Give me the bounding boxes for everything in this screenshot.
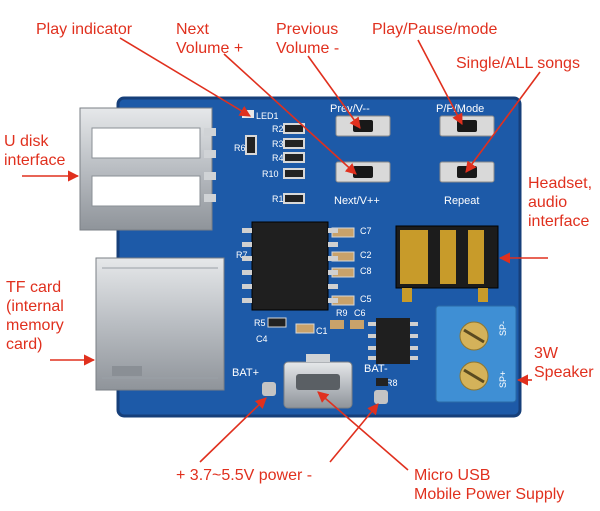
label-bat-plus: BAT+ xyxy=(232,367,259,379)
label-c2: C2 xyxy=(360,250,372,260)
arrow-next-volume xyxy=(223,53,357,175)
arrow-single-all-songs xyxy=(465,71,541,173)
label-r3: R3 xyxy=(272,139,284,149)
push-button-icon xyxy=(353,166,373,178)
label-r9: R9 xyxy=(336,308,348,318)
amplifier-ic-chip xyxy=(368,318,418,364)
label-c5: C5 xyxy=(360,294,372,304)
label-sp-minus: SP- xyxy=(498,321,508,336)
label-next: Next/V++ xyxy=(334,195,380,207)
label-c4: C4 xyxy=(256,334,268,344)
callout-arrows xyxy=(22,37,548,471)
label-led1: LED1 xyxy=(256,111,279,121)
usb-a-connector xyxy=(79,107,216,231)
callout-single-all-songs: Single/ALL songs xyxy=(456,55,580,72)
arrow-previous-volume xyxy=(307,55,361,129)
callout-previous-volume: Previous Volume - xyxy=(276,21,340,57)
arrow-play-pause-mode xyxy=(417,39,463,125)
label-prev: Prev/V-- xyxy=(330,103,370,115)
push-button-icon xyxy=(457,166,477,178)
arrow-play-indicator xyxy=(119,37,251,117)
smd-components xyxy=(242,110,388,386)
arrow-power-minus xyxy=(329,403,379,463)
label-bat-minus: BAT- xyxy=(364,363,388,375)
callout-speaker: 3W Speaker xyxy=(534,345,594,381)
label-r10: R10 xyxy=(262,169,279,179)
battery-pads: BAT+ BAT- xyxy=(232,363,388,404)
label-r1: R1 xyxy=(272,194,284,204)
label-r2: R2 xyxy=(272,124,284,134)
label-r6: R6 xyxy=(234,143,246,153)
micro-usb-connector xyxy=(283,354,353,409)
resistor-labels: LED1 R2 R3 R4 R6 R10 R1 R7 R5 C4 C1 C7 C… xyxy=(234,111,398,388)
main-ic-chip xyxy=(242,221,338,311)
label-repeat: Repeat xyxy=(444,195,479,207)
pcb-board-shade xyxy=(116,96,522,418)
callout-micro-usb: Micro USB Mobile Power Supply xyxy=(414,467,565,503)
callout-next-volume: Next Volume + xyxy=(176,21,244,57)
label-r8: R8 xyxy=(386,378,398,388)
label-r4: R4 xyxy=(272,153,284,163)
callout-headset: Headset, audio interface xyxy=(528,175,593,230)
label-r7: R7 xyxy=(236,250,248,260)
callout-u-disk: U disk interface xyxy=(4,133,66,169)
label-c7: C7 xyxy=(360,226,372,236)
headphone-jack xyxy=(395,225,499,302)
callout-play-indicator: Play indicator xyxy=(36,21,133,38)
label-c1: C1 xyxy=(316,326,328,336)
label-r5: R5 xyxy=(254,318,266,328)
arrow-micro-usb xyxy=(317,391,409,471)
callout-tf-card: TF card (internal memory card) xyxy=(6,279,64,353)
label-c8: C8 xyxy=(360,266,372,276)
arrow-power-plus xyxy=(199,397,267,463)
label-ppmode: P/P/Mode xyxy=(436,103,484,115)
callout-play-pause-mode: Play/Pause/mode xyxy=(372,21,498,38)
label-sp-plus: SP+ xyxy=(498,371,508,388)
tf-card-slot xyxy=(95,257,225,391)
callout-power: + 3.7~5.5V power - xyxy=(176,467,313,484)
label-c6: C6 xyxy=(354,308,366,318)
speaker-terminal: SP- SP+ xyxy=(435,305,517,403)
